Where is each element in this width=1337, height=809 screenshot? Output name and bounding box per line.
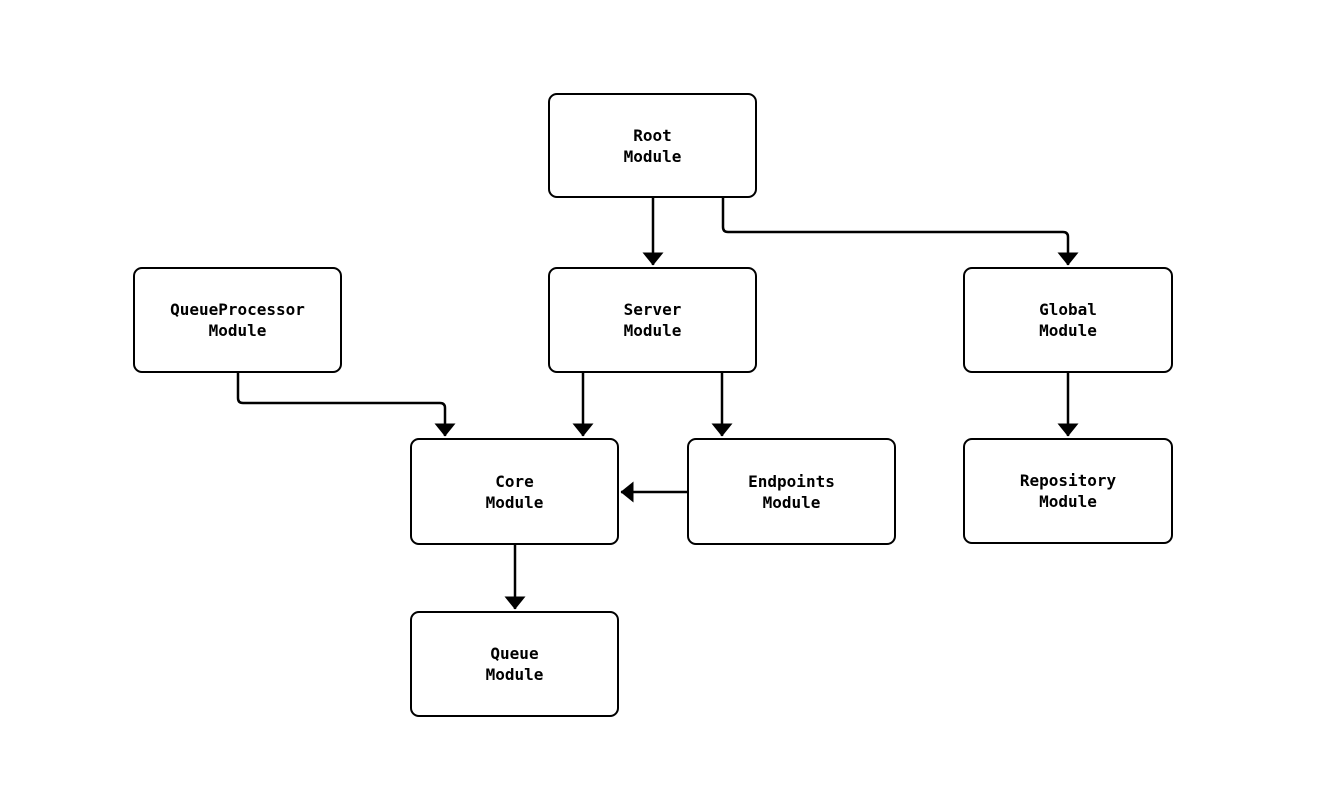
node-global-module: Global Module bbox=[963, 267, 1173, 373]
node-server-module: Server Module bbox=[548, 267, 757, 373]
node-label: Core Module bbox=[485, 471, 544, 512]
edge-root-to-global bbox=[721, 198, 1079, 266]
node-queue-processor-module: QueueProcessor Module bbox=[133, 267, 342, 373]
node-label: Queue Module bbox=[485, 644, 544, 684]
node-label: QueueProcessor Module bbox=[170, 300, 305, 340]
node-root-module: Root Module bbox=[548, 93, 757, 198]
node-label: Repository Module bbox=[1019, 471, 1117, 511]
node-label: Root Module bbox=[623, 125, 682, 166]
node-endpoints-module: Endpoints Module bbox=[687, 438, 896, 545]
node-label: Endpoints Module bbox=[748, 471, 835, 512]
node-queue-module: Queue Module bbox=[410, 611, 619, 717]
node-core-module: Core Module bbox=[410, 438, 619, 545]
node-repository-module: Repository Module bbox=[963, 438, 1173, 544]
node-label: Server Module bbox=[623, 300, 682, 340]
edge-queue-processor-to-core bbox=[236, 373, 456, 437]
node-label: Global Module bbox=[1039, 300, 1097, 340]
edge-group bbox=[236, 198, 1079, 610]
